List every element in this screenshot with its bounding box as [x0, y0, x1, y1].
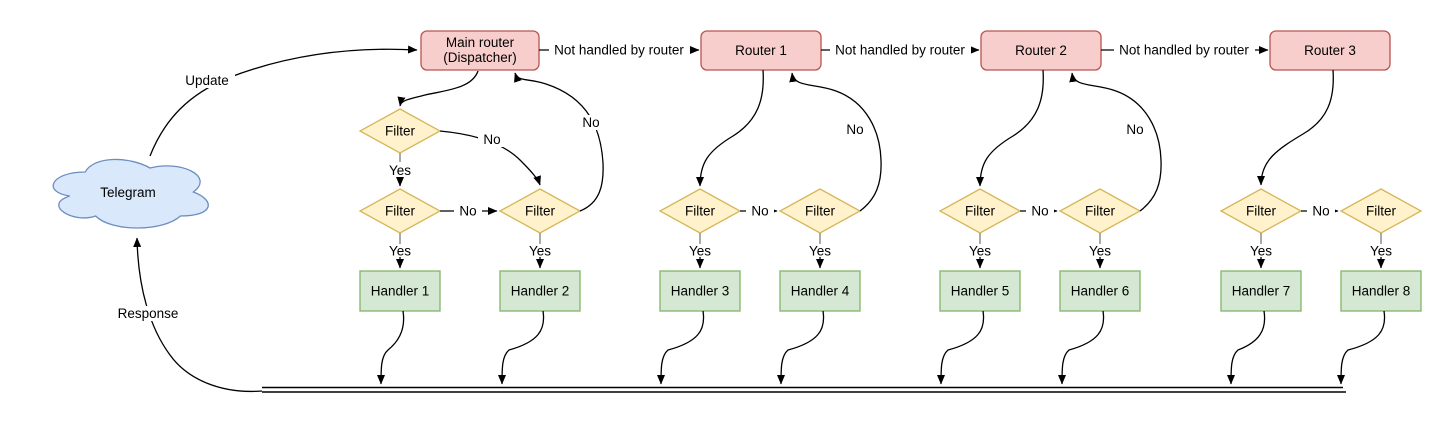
filter-label-dispatcher-3: Filter [525, 204, 556, 219]
handler-5-drop-edge [937, 310, 985, 385]
yes-label-router3-2: Yes [1370, 244, 1392, 259]
router2-filter2-no-return-edge [1069, 72, 1162, 212]
handler-1-node [359, 270, 441, 312]
update-edge [149, 45, 418, 157]
handler-1-label: Handler 1 [371, 284, 430, 299]
no-label-router3-horizontal: No [1312, 204, 1329, 219]
router-3-label: Router 3 [1304, 43, 1356, 58]
edge-label-bg [1121, 122, 1149, 137]
handler-4-drop-edge [777, 310, 825, 385]
router-1-label: Router 1 [735, 43, 787, 58]
no-label-router2-horizontal: No [1031, 204, 1048, 219]
not-handled-label-1: Not handled by router [554, 43, 684, 58]
yes-label-dispatcher-1: Yes [389, 163, 411, 178]
handler-5-node [939, 270, 1021, 312]
telegram-cloud [52, 158, 209, 229]
edge-label-bg [112, 306, 184, 321]
yes-label-router2-1: Yes [969, 244, 991, 259]
handler-3-node [659, 270, 741, 312]
edge-label-bg [830, 43, 971, 58]
filter-label-router3-2: Filter [1366, 204, 1397, 219]
handler-7-node [1220, 270, 1302, 312]
handler-2-label: Handler 2 [511, 284, 570, 299]
handler-8-node [1340, 270, 1422, 312]
router2-to-filter-edge [976, 69, 1044, 187]
router-2-label: Router 2 [1015, 43, 1067, 58]
router3-to-filter-edge [1257, 69, 1334, 186]
yes-label-dispatcher-3: Yes [529, 244, 551, 259]
dispatcher-label-line1: Main router [446, 35, 515, 50]
handler-8-drop-edge [1337, 310, 1386, 385]
yes-label-router1-1: Yes [689, 244, 711, 259]
handler-6-node [1059, 270, 1141, 312]
edge-label-bg [1114, 43, 1255, 58]
handler-2-node [499, 270, 581, 312]
handler-4-label: Handler 4 [791, 284, 850, 299]
no-label-router1-return: No [846, 122, 863, 137]
update-label: Update [185, 73, 229, 88]
telegram-label: Telegram [100, 185, 156, 200]
handler-2-drop-edge [498, 310, 545, 385]
yes-label-router2-2: Yes [1089, 244, 1111, 259]
edge-label-bg [577, 115, 605, 130]
edge-label-bg [1307, 203, 1335, 218]
no-label-router1-horizontal: No [751, 204, 768, 219]
handler-6-label: Handler 6 [1071, 284, 1130, 299]
edge-label-bg [454, 203, 482, 218]
filter-label-router2-2: Filter [1085, 204, 1116, 219]
edge-label-bg [179, 73, 235, 88]
filter-label-router2-1: Filter [965, 204, 996, 219]
response-label: Response [118, 306, 179, 321]
not-handled-label-2: Not handled by router [835, 43, 965, 58]
edge-label-bg [478, 132, 506, 147]
handler-3-label: Handler 3 [671, 284, 730, 299]
edge-label-bg [549, 43, 690, 58]
router1-to-filter-edge [696, 69, 764, 187]
router-3-node [1269, 30, 1391, 71]
yes-label-router3-1: Yes [1250, 244, 1272, 259]
filter-label-router3-1: Filter [1246, 204, 1277, 219]
filter-label-router1-2: Filter [805, 204, 836, 219]
dispatcher-label-line2: (Dispatcher) [443, 50, 517, 65]
handler-7-label: Handler 7 [1232, 284, 1291, 299]
handler-5-label: Handler 5 [951, 284, 1010, 299]
handler-3-drop-edge [657, 310, 705, 385]
no-label-router2-return: No [1126, 122, 1143, 137]
filter-label-dispatcher-1: Filter [385, 124, 416, 139]
edge-label-bg [841, 122, 869, 137]
router1-filter2-no-return-edge [789, 72, 882, 212]
yes-label-router1-2: Yes [809, 244, 831, 259]
response-edge [133, 237, 263, 393]
yes-label-dispatcher-2: Yes [389, 244, 411, 259]
handler-6-drop-edge [1058, 310, 1105, 385]
edge-label-bg [1026, 203, 1054, 218]
handler-8-label: Handler 8 [1352, 284, 1411, 299]
handler-4-node [779, 270, 861, 312]
no-label-dispatcher-return: No [582, 115, 599, 130]
no-label-dispatcher-horizontal: No [459, 204, 476, 219]
dispatcher-filter1-no-edge [439, 130, 541, 186]
handler-1-drop-edge [377, 310, 405, 385]
filter-label-router1-1: Filter [685, 204, 716, 219]
edge-label-bg [746, 203, 774, 218]
filter-label-dispatcher-2: Filter [385, 204, 416, 219]
dispatcher-filter3-no-return-edge [514, 72, 604, 212]
no-label-dispatcher-curve: No [483, 132, 500, 147]
handler-7-drop-edge [1227, 310, 1266, 385]
not-handled-label-3: Not handled by router [1119, 43, 1249, 58]
dispatcher-to-filter-edge [397, 70, 479, 107]
